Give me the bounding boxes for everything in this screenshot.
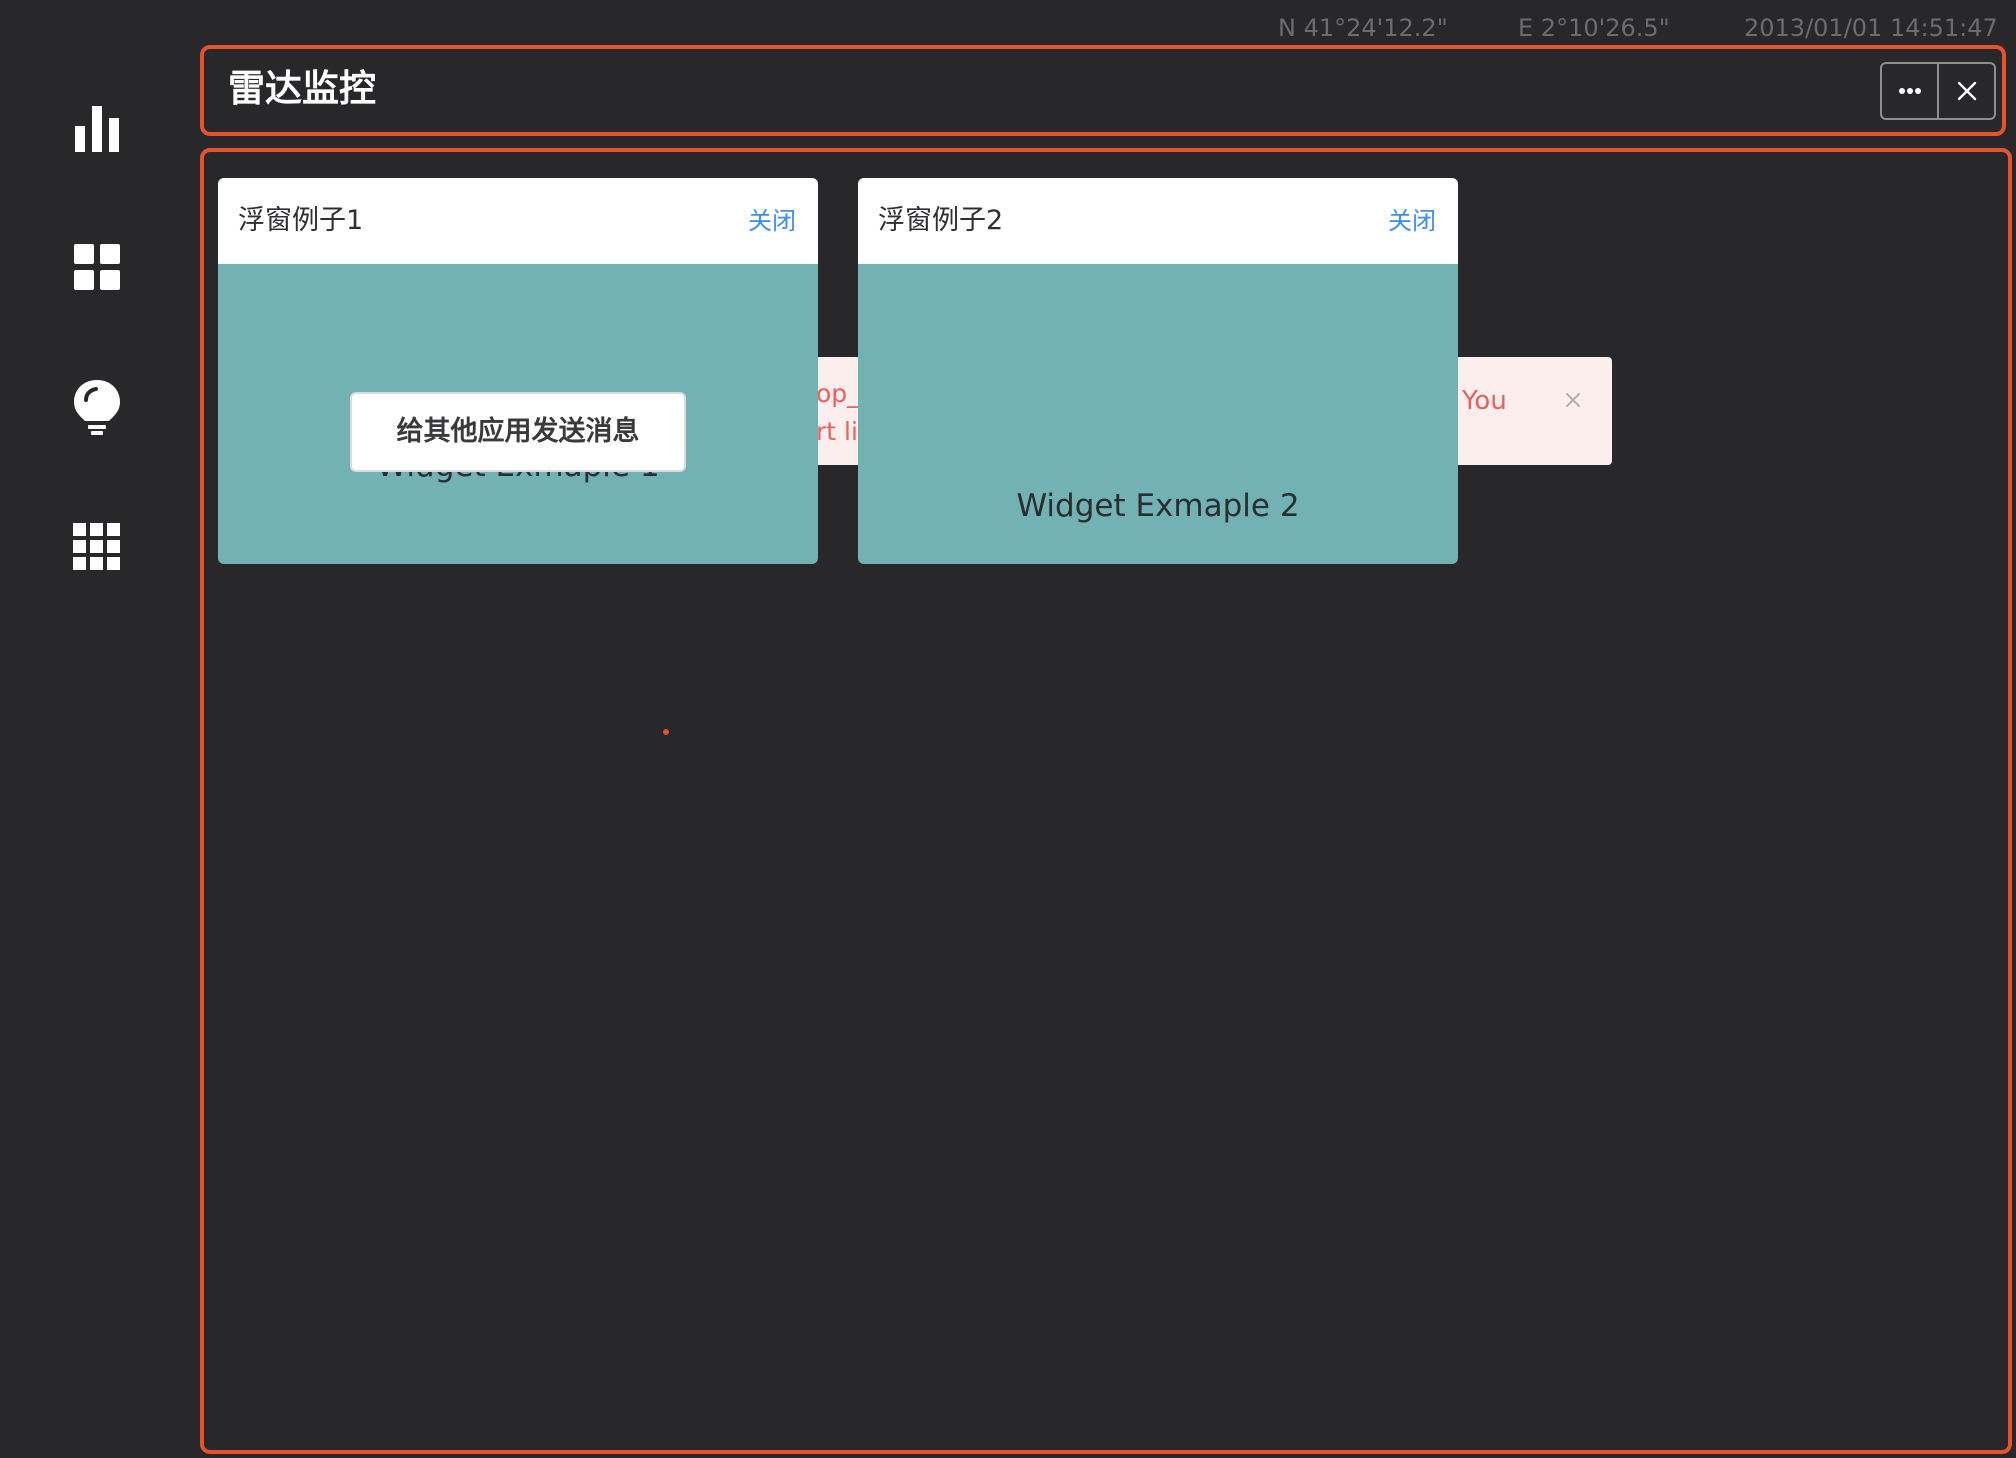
toast-message: op_ rt li <box>816 379 860 446</box>
toast-close-button[interactable] <box>1558 385 1588 415</box>
window-close-link[interactable]: 关闭 <box>748 207 796 235</box>
window-close-link[interactable]: 关闭 <box>1388 207 1436 235</box>
more-icon <box>1898 88 1921 94</box>
toast-you-text: You <box>1462 386 1507 416</box>
window-title: 浮窗例子2 <box>878 205 1004 236</box>
close-button[interactable] <box>1937 64 1994 118</box>
lightbulb-icon[interactable] <box>68 378 126 436</box>
latitude-readout: N 41°24'12.2" <box>1278 14 1448 42</box>
floating-window-1: 浮窗例子1 关闭 Widget Exmaple 1 给其他应用发送消息 <box>218 178 818 564</box>
window-header: 浮窗例子1 关闭 <box>218 178 818 264</box>
close-icon <box>1957 81 1976 101</box>
widget-content: Widget Exmaple 2 <box>1016 488 1300 524</box>
datetime-readout: 2013/01/01 14:51:47 <box>1744 14 1998 42</box>
longitude-readout: E 2°10'26.5" <box>1518 14 1670 42</box>
close-icon <box>1566 393 1580 407</box>
apps-grid-icon[interactable] <box>68 518 126 576</box>
header-actions <box>1880 62 1996 120</box>
window-header: 浮窗例子2 关闭 <box>858 178 1458 264</box>
dashboard-grid-icon[interactable] <box>68 238 126 296</box>
radar-dot <box>663 729 669 735</box>
more-button[interactable] <box>1882 64 1937 118</box>
send-message-button[interactable]: 给其他应用发送消息 <box>350 392 686 472</box>
main-panel <box>200 148 2012 1454</box>
window-title: 浮窗例子1 <box>238 205 364 236</box>
floating-window-2: 浮窗例子2 关闭 Widget Exmaple 2 <box>858 178 1458 564</box>
header-panel: 雷达监控 <box>200 45 2006 136</box>
bar-chart-icon[interactable] <box>68 100 126 158</box>
page-title: 雷达监控 <box>228 67 376 110</box>
